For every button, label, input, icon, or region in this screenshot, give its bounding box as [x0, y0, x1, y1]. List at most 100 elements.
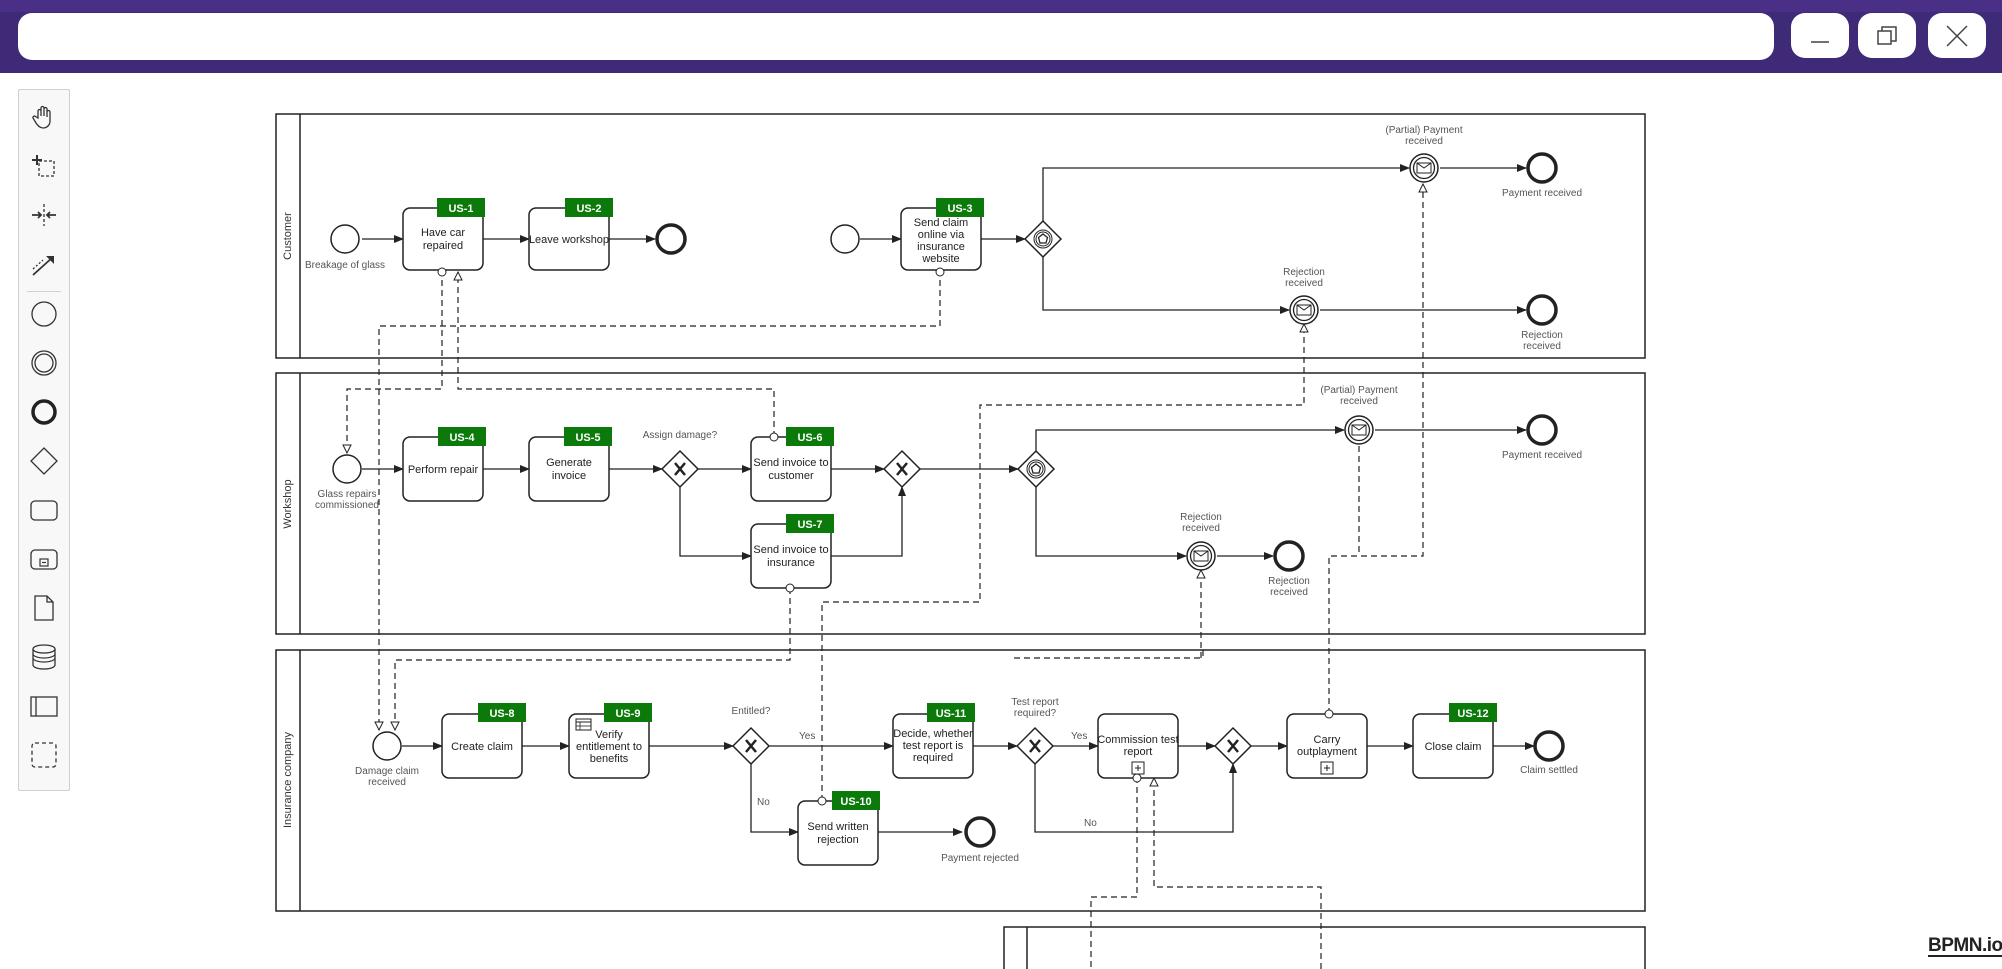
- end-event-icon: [31, 399, 57, 425]
- event-label: Glass repairs: [318, 489, 377, 500]
- end-event-claim-settled[interactable]: [1533, 730, 1565, 762]
- end-event-payment-rejected[interactable]: [964, 816, 996, 848]
- start-event-claim[interactable]: [830, 224, 860, 254]
- task-close-claim[interactable]: Close claim: [1412, 713, 1494, 779]
- hand-tool-icon: [32, 105, 51, 129]
- end-event-tool-button[interactable]: [27, 395, 61, 429]
- start-event-tool-button[interactable]: [27, 297, 61, 331]
- exclusive-gateway-merge-report[interactable]: [1213, 726, 1253, 766]
- svg-text:US-2: US-2: [576, 203, 601, 215]
- intermediate-event-icon: [31, 350, 57, 376]
- message-flow-markers: [437, 267, 1334, 806]
- lane-label-workshop: Workshop: [282, 479, 294, 528]
- end-event-payment-mid[interactable]: [1526, 414, 1558, 446]
- group-tool-button[interactable]: [27, 738, 61, 772]
- gateway-tool-button[interactable]: [27, 444, 61, 478]
- event-based-gateway-workshop[interactable]: [1016, 449, 1056, 489]
- end-event-rejection-mid[interactable]: [1273, 540, 1305, 572]
- restore-button[interactable]: [1858, 13, 1916, 58]
- exclusive-gateway-merge-invoice[interactable]: [882, 449, 922, 489]
- message-flows: [347, 184, 1423, 969]
- flow-label-no: No: [1084, 818, 1097, 829]
- start-event-breakage[interactable]: [330, 224, 360, 254]
- address-bar[interactable]: [18, 13, 1774, 60]
- task-send-invoice-customer[interactable]: Send invoice to customer: [750, 436, 832, 502]
- intermediate-event-tool-button[interactable]: [27, 346, 61, 380]
- svg-text:US-11: US-11: [936, 708, 967, 720]
- task-label: Commission test: [1097, 734, 1178, 746]
- lasso-tool-button[interactable]: [27, 149, 61, 183]
- titlebar-accent: [0, 0, 2002, 12]
- task-verify-entitlement[interactable]: Verify entitlement to benefits: [568, 713, 650, 779]
- event-label: (Partial) Payment: [1320, 385, 1397, 396]
- connect-tool-button[interactable]: [27, 247, 61, 281]
- message-event-rejection-top[interactable]: [1289, 295, 1319, 325]
- task-label: Have car: [421, 227, 465, 239]
- data-object-tool-button[interactable]: [27, 591, 61, 625]
- event-label: received: [1182, 523, 1220, 534]
- task-have-car-repaired[interactable]: Have car repaired: [402, 207, 484, 271]
- subprocess-commission-test-report[interactable]: Commission test report: [1097, 713, 1179, 779]
- event-label: Claim settled: [1520, 765, 1578, 776]
- event-based-gateway-customer[interactable]: [1023, 219, 1063, 259]
- task-leave-workshop[interactable]: Leave workshop: [528, 207, 610, 271]
- start-event-icon: [31, 301, 57, 327]
- message-event-payment-mid[interactable]: [1344, 415, 1374, 445]
- connect-tool-icon: [32, 256, 54, 276]
- start-event-damage-claim[interactable]: [372, 731, 402, 761]
- task-send-written-rejection[interactable]: Send written rejection: [797, 800, 879, 866]
- space-tool-button[interactable]: [27, 198, 61, 232]
- exclusive-gateway-test-report[interactable]: [1015, 726, 1055, 766]
- task-decide-test-report[interactable]: Decide, whether test report is required: [892, 713, 974, 779]
- task-send-invoice-insurance[interactable]: Send invoice to insurance: [750, 523, 832, 589]
- minimize-button[interactable]: [1791, 13, 1849, 58]
- exclusive-gateway-entitled[interactable]: [731, 726, 771, 766]
- subprocess-carry-outpayment[interactable]: Carry outplayment: [1286, 713, 1368, 779]
- task-label: entitlement to: [576, 741, 642, 753]
- task-create-claim[interactable]: Create claim: [441, 713, 523, 779]
- event-label: received: [368, 777, 406, 788]
- event-label: Breakage of glass: [305, 260, 385, 271]
- svg-text:US-5: US-5: [575, 432, 600, 444]
- end-event-rejection-top[interactable]: [1526, 294, 1558, 326]
- task-label: Send invoice to: [753, 544, 828, 556]
- palette-separator: [27, 291, 61, 292]
- message-event-rejection-mid[interactable]: [1186, 541, 1216, 571]
- exclusive-gateway-assign-damage[interactable]: [660, 449, 700, 489]
- event-label: (Partial) Payment: [1385, 125, 1462, 136]
- task-label: Verify: [595, 729, 623, 741]
- task-label: benefits: [590, 753, 629, 765]
- close-button[interactable]: [1928, 13, 1986, 58]
- task-icon: [30, 500, 58, 521]
- pool-insurance[interactable]: Insurance company: [275, 649, 1646, 912]
- lane-label-insurance: Insurance company: [282, 732, 294, 828]
- pool-workshop[interactable]: Workshop: [275, 372, 1646, 635]
- gateway-icon: [30, 447, 58, 475]
- pool-tool-button[interactable]: [27, 689, 61, 723]
- hand-tool-button[interactable]: [27, 100, 61, 134]
- flow-label-yes: Yes: [1071, 731, 1087, 742]
- pool-icon: [30, 696, 58, 717]
- task-send-claim-online[interactable]: Send claim online via insurance website: [900, 207, 982, 271]
- subprocess-tool-button[interactable]: [27, 542, 61, 576]
- task-generate-invoice[interactable]: Generate invoice: [528, 436, 610, 502]
- svg-text:US-3: US-3: [947, 203, 972, 215]
- event-label: Rejection: [1268, 576, 1310, 587]
- business-rule-icon: [575, 718, 592, 731]
- task-label: Decide, whether: [893, 728, 973, 740]
- data-store-tool-button[interactable]: [27, 640, 61, 674]
- task-label: repaired: [423, 240, 463, 252]
- badge-us3: US-3: [936, 198, 984, 217]
- message-event-payment-top[interactable]: [1409, 153, 1439, 183]
- pool-partial-bottom[interactable]: [1003, 926, 1646, 969]
- bpmn-io-logo[interactable]: BPMN.io: [1928, 935, 2002, 957]
- start-event-glass-repairs[interactable]: [332, 454, 362, 484]
- end-event-customer-1[interactable]: [655, 223, 687, 255]
- task-perform-repair[interactable]: Perform repair: [402, 436, 484, 502]
- end-event-payment-top[interactable]: [1526, 152, 1558, 184]
- task-label: Generate: [546, 457, 592, 469]
- svg-text:US-7: US-7: [797, 519, 822, 531]
- badge-us11: US-11: [927, 703, 975, 722]
- task-tool-button[interactable]: [27, 493, 61, 527]
